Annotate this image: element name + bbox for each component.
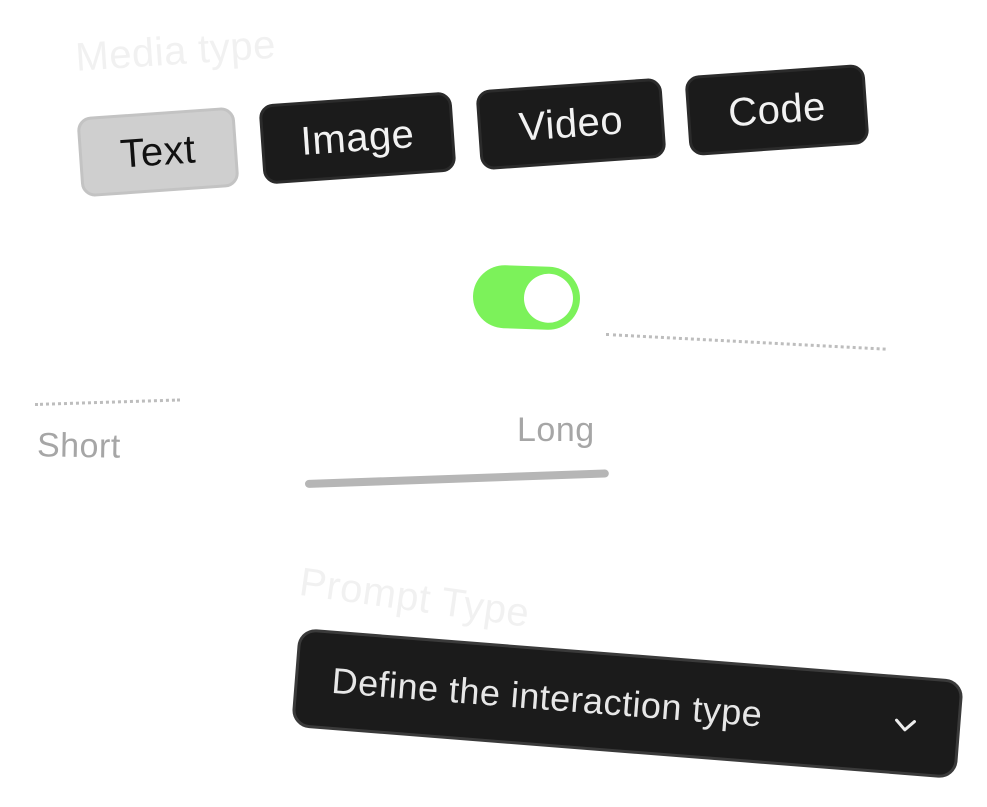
- media-option-label: Text: [118, 126, 198, 177]
- dotted-divider-right: [605, 333, 886, 351]
- length-slider-track[interactable]: [304, 469, 609, 488]
- media-option-label: Code: [726, 84, 828, 135]
- toggle-knob: [523, 272, 574, 324]
- media-option-text[interactable]: Text: [76, 106, 240, 198]
- prompt-type-value: Define the interaction type: [330, 659, 764, 735]
- media-option-label: Video: [517, 97, 625, 150]
- length-min-label: Short: [36, 426, 122, 466]
- prompt-type-label: Prompt Type: [296, 560, 533, 636]
- dotted-divider-left: [34, 398, 180, 406]
- media-option-image[interactable]: Image: [258, 91, 457, 185]
- prompt-type-dropdown[interactable]: Define the interaction type: [291, 627, 964, 780]
- media-option-video[interactable]: Video: [475, 77, 667, 171]
- media-option-label: Image: [299, 111, 416, 164]
- toggle-switch[interactable]: [471, 264, 582, 331]
- media-option-code[interactable]: Code: [684, 63, 870, 157]
- media-type-label: Media type: [74, 22, 278, 80]
- chevron-down-icon: [892, 712, 918, 738]
- length-max-label: Long: [517, 411, 595, 449]
